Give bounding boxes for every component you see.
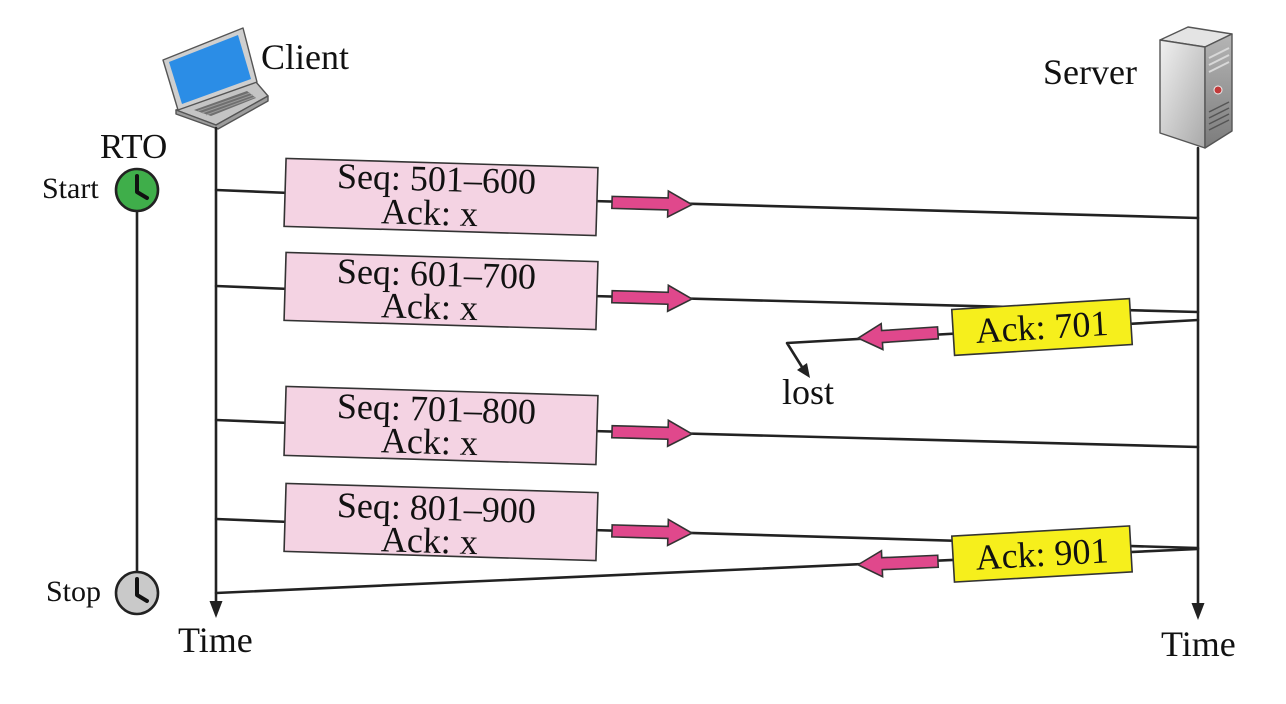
start-clock-icon [114, 167, 160, 213]
ack-2-direction-arrow [856, 549, 940, 578]
laptop-icon [162, 27, 269, 130]
segment-1-box-bg [283, 157, 599, 237]
segment-3-box: Seq: 701–800 Ack: x [283, 385, 599, 466]
segment-1-wire-client [214, 188, 292, 195]
segment-1-box: Seq: 501–600 Ack: x [283, 156, 599, 237]
server-vent [1208, 107, 1230, 119]
segment-3-ack: Ack: x [380, 420, 478, 463]
server-drive-bay [1208, 61, 1230, 73]
laptop-key-row [205, 96, 256, 116]
segment-2-wire-client [214, 284, 292, 291]
server-vent [1208, 101, 1230, 113]
segment-1-wire-server [590, 199, 1200, 220]
segment-2-direction-arrow [611, 283, 694, 313]
segment-4-ack: Ack: x [380, 519, 478, 562]
segment-3-wire-client [214, 418, 292, 425]
server-vent [1208, 113, 1230, 125]
segment-1-seq: Seq: 501–600 [336, 156, 536, 202]
server-time-label: Time [1161, 624, 1236, 664]
stop-clock-hands [135, 577, 149, 603]
segment-3-direction-arrow [611, 418, 694, 448]
ack-1-label: Ack: 701 [974, 303, 1109, 351]
server-drive-bay [1208, 54, 1230, 66]
segment-1-ack: Ack: x [380, 191, 478, 234]
segment-2-box-bg [283, 251, 599, 331]
server-vent [1208, 119, 1230, 131]
timer-stop-label: Stop [46, 575, 101, 608]
ack-2-label: Ack: 901 [974, 530, 1109, 578]
client-timeline-arrowhead [209, 601, 223, 618]
segment-3-seq: Seq: 701–800 [336, 386, 536, 432]
ack-1-direction-arrow [856, 322, 940, 351]
timer-start-label: Start [42, 172, 99, 205]
segment-2-seq: Seq: 601–700 [336, 251, 536, 297]
segment-1-direction-arrow [611, 189, 694, 219]
server-front [1159, 39, 1206, 149]
laptop-screen [169, 35, 251, 104]
ack-1-box: Ack: 701 [950, 297, 1134, 357]
laptop-base-edge [175, 95, 269, 130]
ack-1-lost-arrowhead [797, 363, 810, 378]
client-time-label: Time [178, 620, 253, 660]
server-icon [1159, 26, 1233, 149]
laptop-keyboard [194, 91, 256, 116]
server-timeline-arrowhead [1191, 603, 1205, 620]
laptop-key-row [201, 94, 254, 114]
segment-4-box: Seq: 801–900 Ack: x [283, 482, 599, 562]
ack-2-box: Ack: 901 [950, 525, 1134, 583]
segment-2-box: Seq: 601–700 Ack: x [283, 251, 599, 331]
stop-clock-icon [114, 570, 160, 616]
start-clock-hands [135, 174, 149, 200]
ack-2-box-bg [950, 525, 1134, 583]
ack-1-lost-label: lost [782, 372, 834, 412]
segment-2-ack: Ack: x [380, 285, 478, 328]
server-power-button [1213, 85, 1223, 95]
server-label: Server [1043, 52, 1137, 92]
segment-4-box-bg [283, 482, 599, 562]
segment-4-direction-arrow [611, 518, 694, 547]
server-drive-bay [1208, 47, 1230, 59]
ack-1-box-bg [950, 297, 1134, 357]
segment-4-seq: Seq: 801–900 [336, 485, 536, 531]
rto-label: RTO [100, 127, 167, 166]
client-label: Client [261, 37, 349, 77]
laptop-key-row [197, 92, 251, 112]
segment-4-wire-client [214, 517, 292, 524]
segment-3-box-bg [283, 385, 599, 466]
